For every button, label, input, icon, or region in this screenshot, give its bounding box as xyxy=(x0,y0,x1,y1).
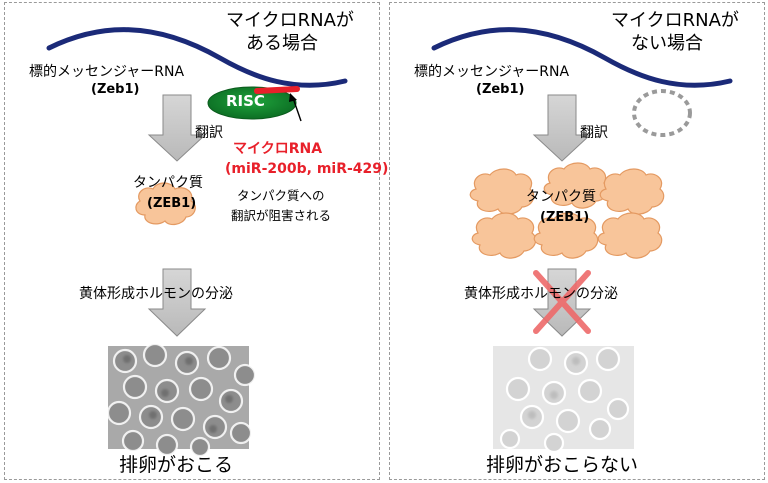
right-mrna-label: 標的メッセンジャーRNA xyxy=(414,64,570,80)
right-translation-label: 翻訳 xyxy=(580,125,608,141)
protein-blobs-many xyxy=(469,162,665,259)
left-title-line1: マイクロRNAが xyxy=(226,10,354,31)
inhibition-line2: 翻訳が阻害される xyxy=(231,208,332,223)
right-mrna-gene: (Zeb1) xyxy=(476,82,525,97)
right-outcome: 排卵がおこらない xyxy=(486,454,639,476)
translation-arrow xyxy=(532,94,592,162)
microrna-pointer-head xyxy=(289,93,297,102)
left-mrna-label: 標的メッセンジャーRNA xyxy=(29,64,185,80)
left-protein-label: タンパク質 xyxy=(133,175,203,191)
mrna-strand xyxy=(431,27,733,88)
translation-arrow xyxy=(147,94,207,162)
left-outcome: 排卵がおこる xyxy=(119,454,234,476)
protein-blob-small xyxy=(135,182,196,226)
oocyte-cells xyxy=(499,346,630,454)
hormone-arrow xyxy=(147,268,207,337)
missing-risc-outline xyxy=(632,89,692,137)
right-protein-gene: (ZEB1) xyxy=(540,210,590,225)
right-diagram-graphics xyxy=(431,27,733,454)
right-hormone-label: 黄体形成ホルモンの分泌 xyxy=(464,286,618,302)
right-protein-label: タンパク質 xyxy=(526,189,596,205)
risc-label: RISC xyxy=(226,92,265,110)
risc-complex xyxy=(207,86,297,120)
microrna-label: マイクロRNA xyxy=(233,141,323,157)
left-diagram-graphics xyxy=(46,27,348,458)
left-title-line2: ある場合 xyxy=(246,33,318,54)
oocyte-nuclei xyxy=(123,355,233,433)
right-title-line1: マイクロRNAが xyxy=(611,10,739,31)
mrna-strand xyxy=(46,27,348,88)
left-translation-label: 翻訳 xyxy=(195,125,223,141)
microrna-pointer xyxy=(292,97,302,122)
inhibition-line1: タンパク質への xyxy=(237,188,325,203)
microrna-strand xyxy=(254,86,300,94)
blocked-cross xyxy=(533,270,591,334)
left-protein-gene: (ZEB1) xyxy=(147,196,197,211)
oocyte-nuclei xyxy=(528,357,580,419)
microrna-detail: (miR-200b, miR-429) xyxy=(225,161,389,177)
left-mrna-gene: (Zeb1) xyxy=(91,82,140,97)
panel-with-microrna: マイクロRNAが ある場合 標的メッセンジャーRNA (Zeb1) RISC 翻… xyxy=(4,2,388,480)
panel-without-microrna: マイクロRNAが ない場合 標的メッセンジャーRNA (Zeb1) 翻訳 タンパ… xyxy=(389,2,765,480)
right-title-line2: ない場合 xyxy=(631,33,703,54)
left-hormone-label: 黄体形成ホルモンの分泌 xyxy=(79,286,233,302)
